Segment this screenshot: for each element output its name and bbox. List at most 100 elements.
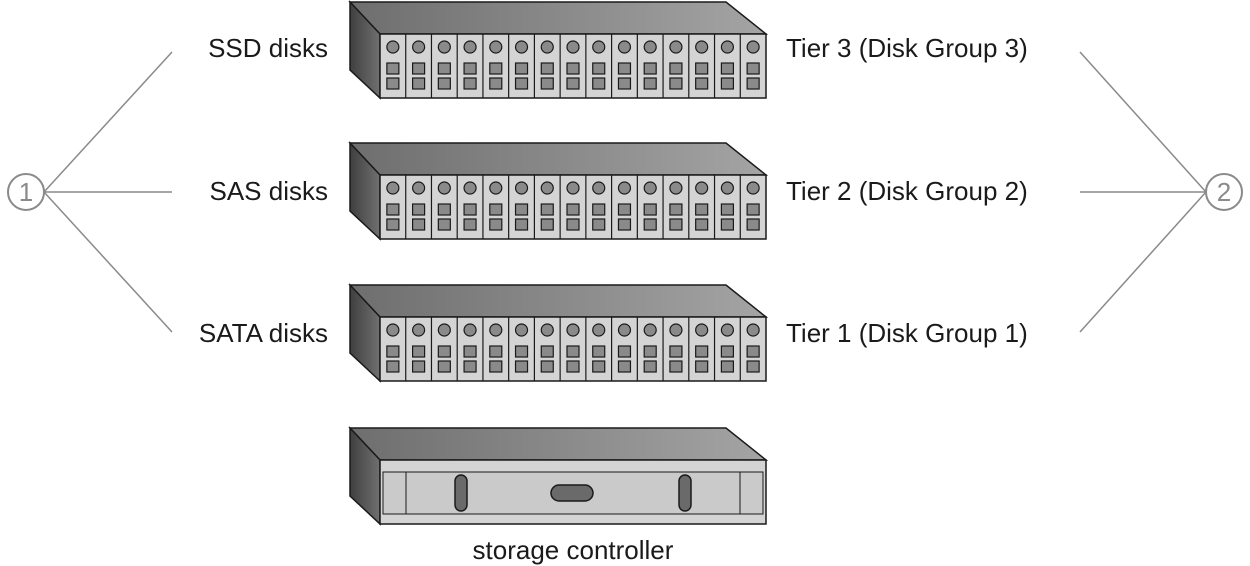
callout-1-line-sata [43, 191, 173, 333]
disk-latch-upper [463, 203, 477, 216]
disk-latch-upper [643, 203, 657, 216]
disk-led [412, 323, 426, 337]
sas-enclosure [348, 141, 769, 241]
disk-latch-upper [540, 62, 554, 75]
disk-latch-lower [617, 360, 632, 373]
ssd-disk-slot [610, 34, 632, 98]
disk-latch-lower [437, 77, 451, 90]
sas-disk-slot [739, 175, 760, 239]
sas-disk-slot [405, 175, 426, 239]
disk-led [566, 181, 580, 195]
disk-latch-upper [643, 345, 657, 358]
disk-latch-upper [437, 203, 451, 216]
disk-latch-lower [720, 360, 735, 373]
sata-disk-slot [533, 317, 554, 381]
sas-disk-slot [610, 175, 632, 239]
disk-led [386, 181, 400, 195]
disk-latch-lower [386, 77, 400, 90]
disk-led [489, 40, 503, 54]
disk-led [463, 323, 477, 337]
disk-latch-lower [746, 360, 760, 373]
disk-latch-lower [463, 360, 477, 373]
disk-latch-lower [746, 77, 760, 90]
sas-disk-slot [636, 175, 657, 239]
disk-latch-lower [566, 218, 580, 231]
disk-latch-upper [592, 345, 606, 358]
controller-handle-left [454, 474, 468, 512]
disk-latch-upper [592, 62, 606, 75]
disk-led [463, 40, 477, 54]
sas-disk-slot [456, 175, 477, 239]
ssd-disk-slot [386, 40, 400, 90]
sata-enclosure-top [348, 284, 769, 318]
ssd-disk-slot [662, 34, 683, 98]
disk-led [412, 40, 426, 54]
disk-latch-lower [592, 77, 606, 90]
disk-latch-lower [643, 218, 657, 231]
storage-controller [348, 426, 769, 526]
disk-latch-upper [489, 62, 503, 75]
ssd-disk-slot [482, 34, 503, 98]
ssd-disk-slot [739, 34, 760, 98]
callout-2-line-tier3 [1079, 51, 1207, 193]
ssd-disk-slot [688, 34, 709, 98]
disk-led [437, 181, 451, 195]
disk-latch-lower [412, 77, 426, 90]
ssd-disk-slot [456, 34, 477, 98]
disk-latch-lower [540, 360, 554, 373]
disk-latch-lower [489, 77, 503, 90]
disk-led [695, 323, 709, 337]
disk-led [669, 40, 683, 54]
disk-latch-upper [489, 345, 503, 358]
tier-2-label: Tier 2 (Disk Group 2) [786, 176, 1028, 206]
disk-latch-lower [463, 218, 477, 231]
sata-disk-slot [559, 317, 580, 381]
sata-disk-slot [739, 317, 760, 381]
disk-latch-upper [386, 345, 400, 358]
callout-1-line-ssd [43, 51, 173, 193]
disk-latch-lower [489, 218, 503, 231]
callout-2-line-tier1 [1079, 191, 1207, 333]
ssd-enclosure [348, 0, 769, 100]
disk-led [669, 181, 683, 195]
disk-latch-lower [412, 360, 426, 373]
tier-3-label: Tier 3 (Disk Group 3) [786, 33, 1028, 63]
disk-led [643, 40, 657, 54]
disk-latch-lower [489, 360, 503, 373]
disk-latch-lower [669, 360, 683, 373]
disk-latch-lower [540, 77, 554, 90]
disk-latch-upper [592, 203, 606, 216]
disk-latch-lower [412, 218, 426, 231]
ssd-disk-slot [713, 34, 735, 98]
sata-disk-slot [662, 317, 683, 381]
disk-led [643, 181, 657, 195]
disk-latch-upper [566, 62, 580, 75]
ssd-disk-slot [508, 34, 529, 98]
disk-latch-upper [437, 345, 451, 358]
disk-latch-lower [386, 360, 400, 373]
disk-latch-upper [746, 62, 760, 75]
sas-disk-slot [386, 181, 400, 231]
disk-latch-upper [617, 62, 632, 75]
disk-led [489, 323, 503, 337]
disk-latch-upper [720, 203, 735, 216]
disk-latch-upper [617, 345, 632, 358]
disk-led [540, 40, 554, 54]
disk-led [617, 40, 632, 54]
disk-latch-upper [514, 203, 529, 216]
sata-disk-slot [713, 317, 735, 381]
disk-led [412, 181, 426, 195]
disk-led [746, 323, 760, 337]
sas-disk-slot [559, 175, 580, 239]
controller-top-face [348, 427, 769, 461]
disk-led [514, 181, 529, 195]
disk-latch-upper [437, 62, 451, 75]
disk-latch-lower [720, 218, 735, 231]
disk-led [463, 181, 477, 195]
disk-latch-lower [592, 360, 606, 373]
disk-led [746, 40, 760, 54]
disk-latch-upper [669, 203, 683, 216]
disk-latch-lower [386, 218, 400, 231]
